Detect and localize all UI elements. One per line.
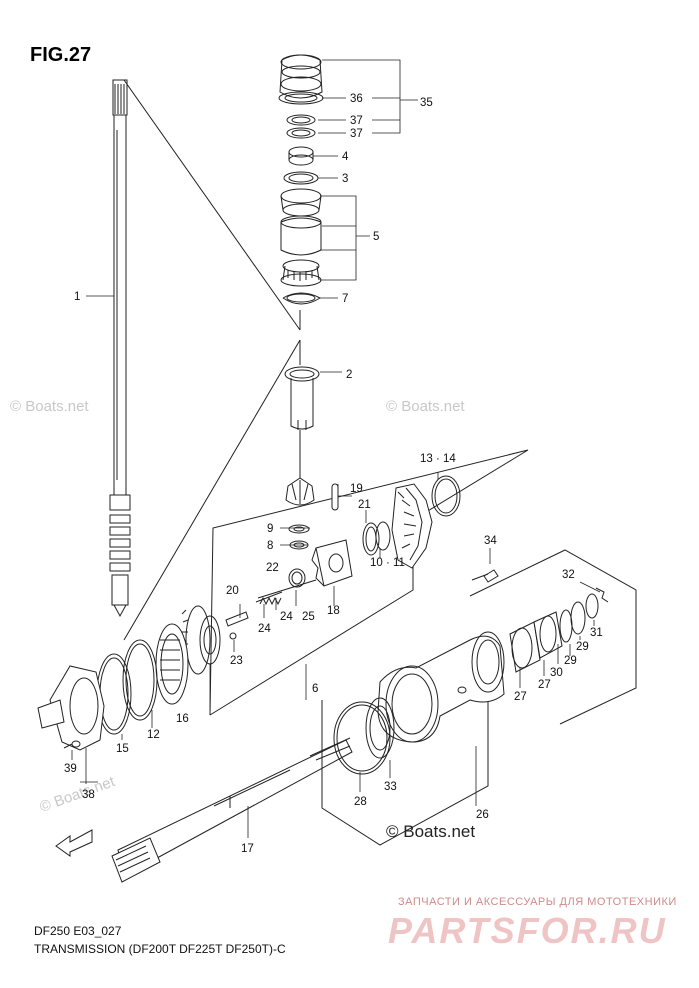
ad-logo: PARTSFOR.RU — [388, 910, 667, 951]
pin — [331, 483, 339, 511]
callout-33: 33 — [384, 781, 397, 793]
pinion-gear — [285, 477, 315, 506]
forward-arrow-icon — [55, 829, 93, 857]
callout-10-11: 10 · 11 — [370, 557, 405, 569]
clutch-dog — [311, 539, 353, 587]
callout-3: 3 — [342, 173, 348, 185]
callout-24: 24 — [258, 623, 271, 635]
callout-1: 1 — [74, 291, 80, 303]
callout-23: 23 — [230, 655, 243, 667]
callout-31: 31 — [590, 627, 603, 639]
group-frame — [321, 700, 489, 846]
ring — [362, 522, 380, 556]
callout-34: 34 — [484, 535, 497, 547]
callout-28: 28 — [354, 796, 367, 808]
callout-12: 12 — [147, 729, 160, 741]
callout-29: 29 — [564, 655, 577, 667]
callout-26: 26 — [476, 809, 489, 821]
shift-plunger — [225, 611, 249, 627]
drive-shaft — [109, 79, 131, 618]
drive-shaft-sleeve — [284, 366, 320, 430]
callout-22: 22 — [266, 562, 279, 574]
oil-seal — [533, 611, 563, 659]
callout-27: 27 — [538, 679, 551, 691]
watermark: © Boats.net — [10, 398, 89, 415]
callout-16: 16 — [176, 713, 189, 725]
callout-5: 5 — [373, 231, 379, 243]
callout-7: 7 — [342, 293, 348, 305]
callout-15: 15 — [116, 743, 129, 755]
forward-gear — [391, 475, 461, 569]
drawing-code: DF250 E03_027 — [34, 924, 122, 938]
shim — [122, 639, 158, 721]
callout-13-14: 13 · 14 — [420, 453, 456, 465]
figure-title: FIG.27 — [30, 44, 92, 66]
callout-27: 27 — [514, 691, 527, 703]
watermark: © Boats.net — [386, 398, 465, 415]
needle-bearing — [509, 621, 541, 673]
o-ring — [333, 701, 391, 775]
ring — [288, 568, 306, 588]
callout-29: 29 — [576, 641, 589, 653]
oil-seal — [559, 609, 573, 643]
circlip — [585, 593, 599, 619]
ad-tagline: ЗАПЧАСТИ И АКСЕССУАРЫ ДЛЯ МОТОТЕХНИКИ — [398, 896, 677, 908]
propeller-shaft-housing — [377, 631, 505, 743]
callout-30: 30 — [550, 667, 563, 679]
propeller-shaft — [111, 737, 353, 883]
callout-25: 25 — [302, 611, 315, 623]
bearing-housing — [37, 665, 105, 751]
bolt — [483, 569, 499, 583]
callout-6: 6 — [312, 683, 318, 695]
callout-35: 35 — [420, 97, 433, 109]
callout-36: 36 — [350, 93, 363, 105]
tapered-roller-bearing — [280, 188, 322, 287]
nut — [288, 146, 314, 166]
thrust-bearing — [155, 623, 189, 705]
bearing-housing-assembly — [278, 54, 324, 139]
callout-8: 8 — [267, 540, 273, 552]
callout-32: 32 — [562, 569, 575, 581]
callout-37: 37 — [350, 115, 363, 127]
callout-19: 19 — [350, 483, 363, 495]
callout-17: 17 — [241, 843, 254, 855]
callout-39: 39 — [64, 763, 77, 775]
ball-bearing — [365, 697, 395, 759]
callout-20: 20 — [226, 585, 239, 597]
callout-24: 24 — [280, 611, 293, 623]
callout-9: 9 — [267, 523, 273, 535]
callout-4: 4 — [342, 151, 349, 163]
callout-37: 37 — [350, 128, 363, 140]
callout-2: 2 — [346, 369, 352, 381]
group-frame — [209, 449, 529, 716]
boats-net-mark: © Boats.net — [386, 822, 476, 841]
callout-21: 21 — [358, 499, 371, 511]
callout-18: 18 — [327, 605, 340, 617]
drawing-subtitle: TRANSMISSION (DF200T DF225T DF250T)-C — [34, 942, 286, 956]
callout-38: 38 — [82, 789, 95, 801]
oil-seal — [570, 601, 586, 635]
